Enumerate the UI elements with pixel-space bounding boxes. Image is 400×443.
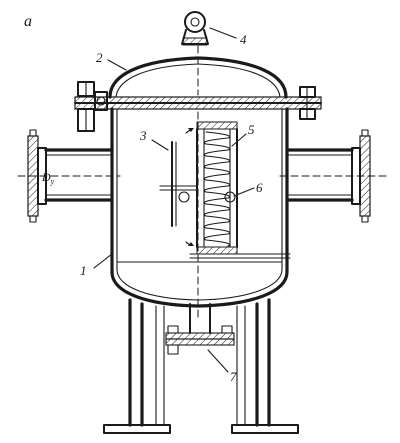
lifting-eye <box>181 11 209 46</box>
baffle-plate <box>159 141 236 227</box>
callout-6: 6 <box>256 180 263 195</box>
filter-cartridge <box>185 121 291 259</box>
panel-letter: a <box>24 13 32 30</box>
outlet-nozzle <box>279 129 389 223</box>
top-flange <box>74 96 322 110</box>
right-flange-bolt <box>299 86 316 120</box>
callout-2: 2 <box>96 50 103 65</box>
callout-7: 7 <box>230 369 237 384</box>
support-legs <box>103 298 299 434</box>
leader-lines <box>93 27 255 373</box>
vessel-shell <box>110 107 289 319</box>
inlet-nozzle: Dy <box>17 129 121 223</box>
top-cover <box>108 45 288 99</box>
callout-4: 4 <box>240 32 247 47</box>
callout-5: 5 <box>248 122 255 137</box>
left-flange-bolt <box>77 81 108 132</box>
nozzle-diameter-label: Dy <box>41 170 55 186</box>
callout-1: 1 <box>80 263 87 278</box>
drain-nozzle <box>165 303 235 355</box>
callout-3: 3 <box>139 128 147 143</box>
